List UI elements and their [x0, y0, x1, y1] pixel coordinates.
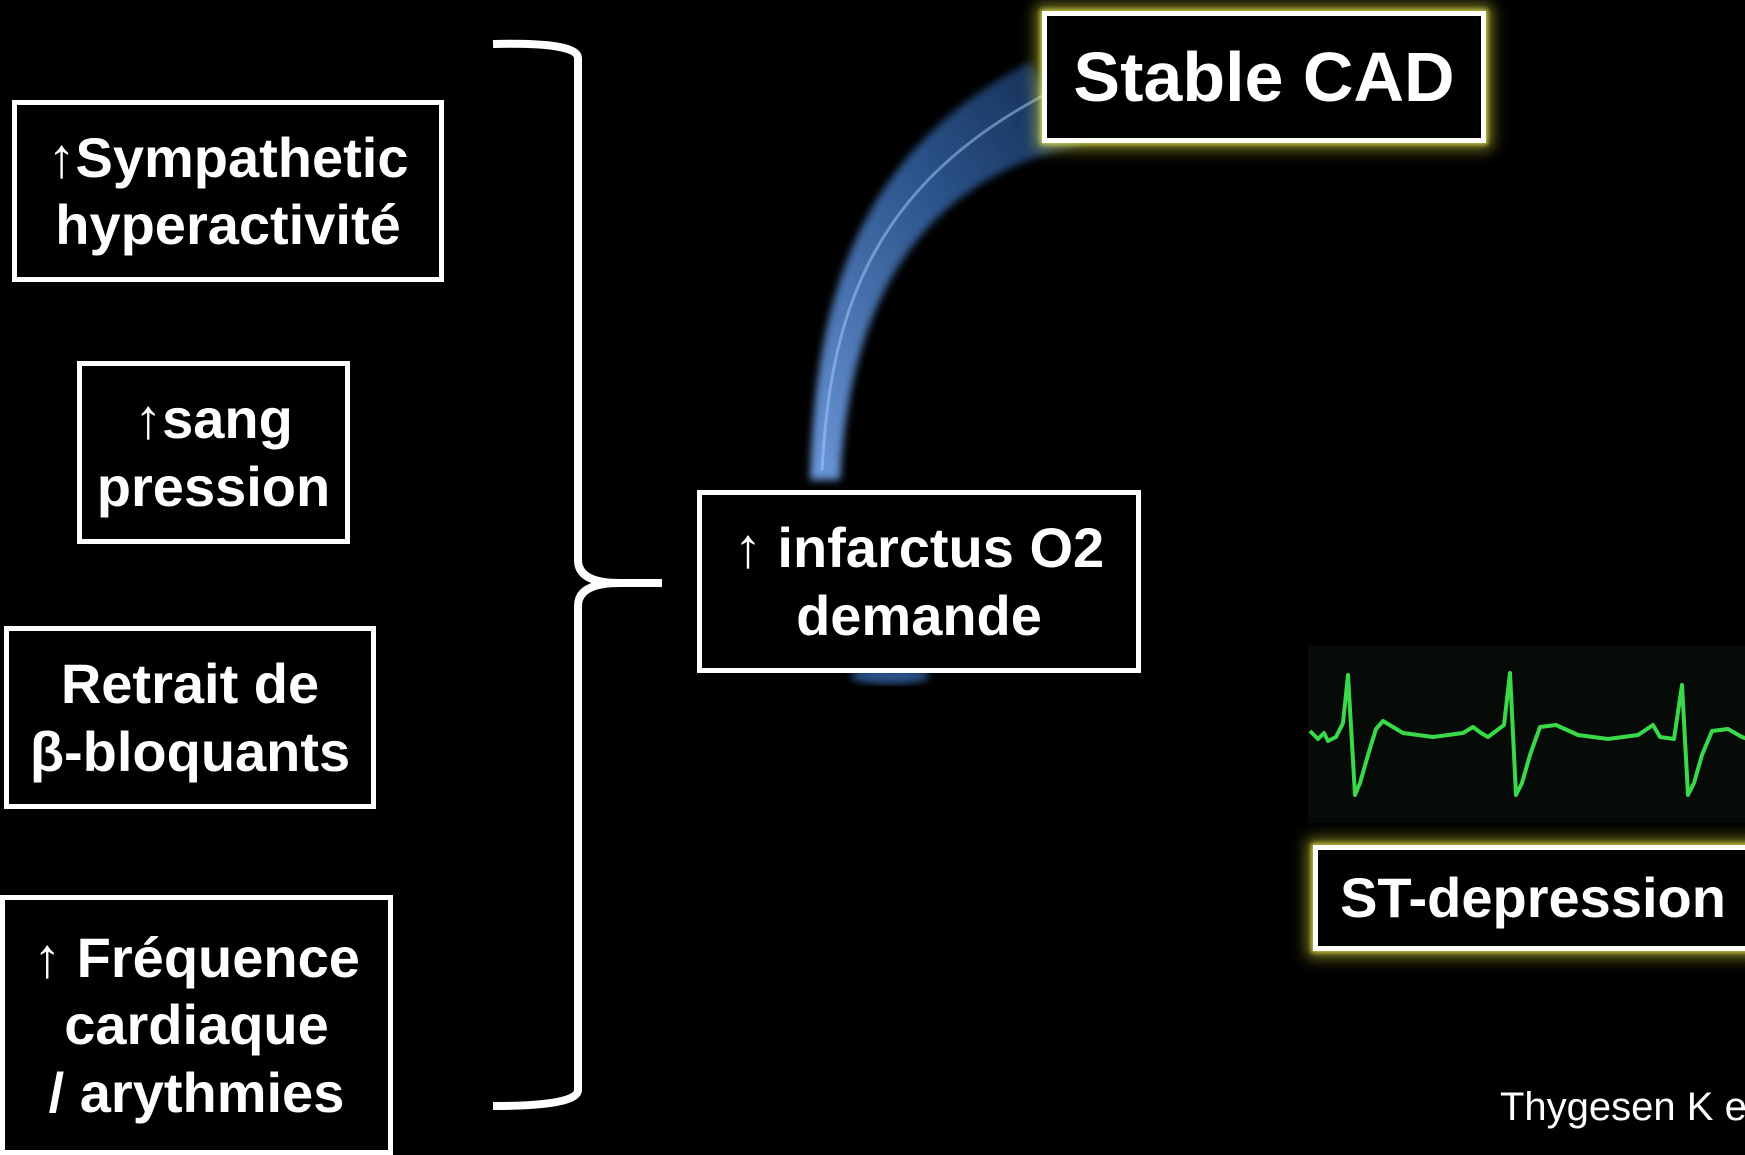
citation: Thygesen K e	[1500, 1085, 1745, 1129]
factor-heart-rate-line1: ↑ Fréquence	[33, 926, 360, 990]
stable-cad-label: Stable CAD	[1073, 38, 1455, 116]
ecg-panel	[1308, 645, 1745, 823]
factor-blood-pressure-line2: pression	[96, 454, 331, 518]
oxygen-demand-line1: ↑ infarctus O2	[733, 516, 1105, 580]
curly-brace	[492, 39, 662, 1110]
factor-blood-pressure-box: ↑sang pression	[77, 361, 350, 544]
curved-arrow	[810, 62, 1080, 480]
st-depression-box: ST-depression	[1313, 845, 1745, 951]
factor-beta-blocker-box: Retrait de β-bloquants	[4, 626, 376, 809]
factor-heart-rate-line3: / arythmies	[48, 1060, 345, 1124]
factor-sympathetic-line2: hyperactivité	[55, 193, 401, 256]
oxygen-demand-box: ↑ infarctus O2 demande	[697, 490, 1141, 673]
ecg-trace	[1308, 671, 1745, 797]
oxygen-demand-line2: demande	[796, 583, 1042, 647]
factor-blood-pressure-line1: ↑sang	[134, 387, 293, 451]
factor-heart-rate-box: ↑ Fréquence cardiaque / arythmies	[0, 895, 393, 1155]
st-depression-label: ST-depression	[1340, 866, 1726, 930]
factor-sympathetic-line1: ↑Sympathetic	[47, 125, 409, 189]
factor-heart-rate-line2: cardiaque	[64, 993, 329, 1057]
factor-beta-blocker-line1: Retrait de	[60, 652, 320, 716]
factor-beta-blocker-line2: β-bloquants	[29, 719, 351, 783]
stable-cad-box: Stable CAD	[1042, 11, 1486, 143]
factor-sympathetic-box: ↑Sympathetic hyperactivité	[12, 100, 444, 282]
